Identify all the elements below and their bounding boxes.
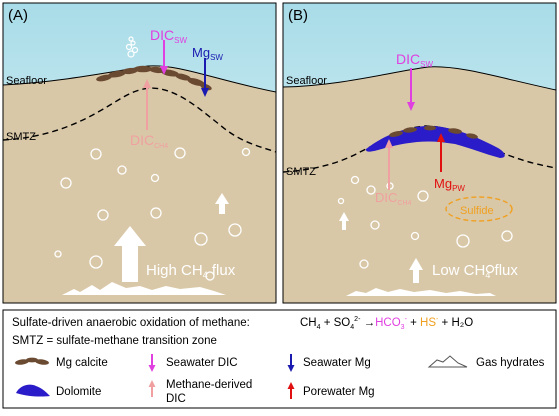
smtz-definition: SMTZ = sulfate-methane transition zone bbox=[12, 335, 217, 347]
panel-b: (B) Seafloor SMTZ DICSW DICCH4 MgPW Sulf… bbox=[282, 2, 557, 304]
panel-a-dic-ch4-label: DICCH4 bbox=[130, 132, 168, 150]
dolomite-swatch bbox=[16, 384, 50, 397]
legend-box bbox=[2, 309, 557, 409]
panel-b-dic-sw-label: DICSW bbox=[396, 51, 433, 69]
gas-hydrates bbox=[346, 288, 496, 296]
methane-dic-label-line1: Methane-derived bbox=[166, 379, 252, 391]
panel-b-sulfide-label: Sulfide bbox=[460, 205, 494, 217]
panel-b-dic-ch4-label: DICCH4 bbox=[375, 190, 412, 207]
panel-a-seafloor-label: Seafloor bbox=[6, 75, 47, 87]
methane-flux-arrow-small bbox=[215, 193, 229, 214]
porewater-mg-label: Porewater Mg bbox=[303, 386, 375, 398]
mg-calcite-label: Mg calcite bbox=[56, 357, 108, 369]
panel-b-smtz-label: SMTZ bbox=[286, 166, 316, 178]
methane-bubbles bbox=[337, 175, 513, 274]
panel-b-seafloor-label: Seafloor bbox=[286, 75, 327, 87]
mg-calcite-in-dolomite bbox=[389, 125, 478, 139]
sediment bbox=[283, 66, 556, 304]
methane-flux-arrow-small bbox=[339, 212, 349, 230]
methane-dic-swatch-head bbox=[148, 380, 156, 387]
mg-calcite-deposits bbox=[96, 65, 212, 91]
porewater-mg-arrowhead bbox=[437, 133, 445, 142]
seawater-dic-label: Seawater DIC bbox=[166, 357, 238, 369]
panel-a-smtz-label: SMTZ bbox=[6, 131, 36, 143]
legend-seawater-mg: Seawater Mg bbox=[287, 354, 371, 372]
seawater-mg-label: Seawater Mg bbox=[303, 357, 371, 369]
panel-a: (A) Seafloor SMTZ DICSW MgSW DICCH4 High… bbox=[2, 2, 277, 304]
seep-bubbles bbox=[125, 36, 139, 58]
panel-a-mg-sw-label: MgSW bbox=[192, 45, 223, 62]
gas-hydrates bbox=[62, 282, 226, 295]
seawater-mg-arrowhead bbox=[201, 88, 209, 97]
smtz-line bbox=[2, 87, 277, 153]
legend-dolomite: Dolomite bbox=[16, 384, 101, 398]
methane-dic-arrowhead bbox=[143, 79, 151, 88]
legend-seawater-dic: Seawater DIC bbox=[148, 354, 238, 372]
gas-hydrates-label: Gas hydrates bbox=[476, 357, 545, 369]
mg-calcite-swatch bbox=[15, 357, 49, 365]
reaction-equation: CH4 + SO42- →HCO3- + HS- + H₂O bbox=[300, 316, 473, 331]
porewater-mg-swatch-head bbox=[287, 382, 295, 389]
legend: Sulfate-driven anaerobic oxidation of me… bbox=[2, 309, 557, 409]
panel-a-border bbox=[2, 2, 277, 304]
panel-a-dic-sw-label: DICSW bbox=[150, 27, 187, 45]
methane-bubbles bbox=[54, 147, 251, 281]
methane-dic-arrowhead bbox=[385, 139, 393, 148]
seafloor-line bbox=[282, 66, 557, 91]
panel-b-tag: (B) bbox=[288, 7, 308, 24]
legend-porewater-mg: Porewater Mg bbox=[287, 382, 375, 399]
panel-b-flux-label: Low CH4 flux bbox=[432, 262, 518, 280]
seawater-dic-swatch-head bbox=[148, 365, 156, 372]
methane-flux-arrow-large bbox=[409, 258, 423, 283]
panel-b-border bbox=[282, 2, 557, 304]
panel-a-tag: (A) bbox=[8, 7, 28, 24]
methane-dic-label-line2: DIC bbox=[166, 393, 186, 405]
panel-b-mg-pw-label: MgPW bbox=[434, 176, 465, 193]
sulfide-zone bbox=[445, 196, 513, 222]
legend-gas-hydrates: Gas hydrates bbox=[427, 355, 545, 369]
seafloor-line bbox=[2, 65, 277, 93]
gas-hydrates-swatch bbox=[427, 355, 468, 368]
seawater-mg-swatch-head bbox=[287, 365, 295, 372]
seawater-dic-arrowhead bbox=[407, 102, 415, 111]
reaction-label: Sulfate-driven anaerobic oxidation of me… bbox=[12, 317, 250, 329]
seawater-dic-arrowhead bbox=[160, 66, 168, 75]
methane-flux-arrow-large bbox=[114, 226, 146, 282]
panel-a-flux-label: High CH4 flux bbox=[146, 262, 236, 280]
legend-methane-dic: Methane-derived DIC bbox=[148, 379, 252, 405]
dolomite-label: Dolomite bbox=[56, 386, 101, 398]
legend-mg-calcite: Mg calcite bbox=[15, 357, 108, 369]
